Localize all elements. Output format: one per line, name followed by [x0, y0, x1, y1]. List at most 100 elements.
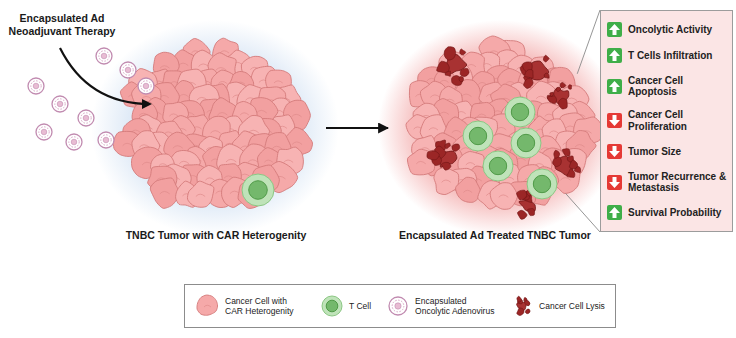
- capsule-ring: [81, 113, 91, 123]
- capsule-ring: [101, 135, 111, 145]
- cell-fold: [478, 82, 486, 84]
- capsule-ring: [392, 300, 404, 312]
- lysis-fragment: [559, 98, 568, 109]
- cell-fold: [272, 146, 282, 148]
- t-cell-body: [322, 296, 342, 316]
- lysis-fragment: [517, 308, 524, 315]
- lysis-fragment: [427, 151, 439, 160]
- lysis-fragment: [554, 150, 560, 158]
- lysis-fragment: [517, 190, 527, 200]
- outcome-row: Cancer Cell Apoptosis: [607, 75, 728, 98]
- lysis-fragment: [437, 61, 450, 73]
- cell-fold: [264, 160, 272, 162]
- adenovirus-capsule: [389, 297, 407, 315]
- t-cell: [242, 174, 274, 206]
- cell-body: [150, 178, 179, 208]
- outcome-text: T Cells Infiltration: [628, 50, 712, 62]
- adenovirus-capsule: [52, 96, 68, 112]
- cell-fold: [179, 161, 189, 163]
- virus-core: [41, 129, 47, 135]
- capsule-ring: [39, 127, 49, 137]
- decrease-icon: [607, 144, 622, 159]
- cell-fold: [463, 190, 472, 192]
- lysis-fragment: [444, 47, 455, 60]
- increase-icon: [607, 22, 622, 37]
- lysis-fragment: [445, 143, 450, 149]
- legend-item: Cancer Cell with CAR Heterogenity: [195, 293, 305, 319]
- t-cell: [511, 128, 541, 158]
- icon-arrow: [609, 50, 620, 61]
- cancer-cell-lysis: [427, 140, 460, 170]
- cell-fold: [179, 94, 188, 96]
- t-cell-body: [483, 151, 513, 181]
- cell-fold: [159, 164, 167, 166]
- cancer-cell: [150, 178, 179, 208]
- outcome-text: Survival Probability: [628, 207, 721, 219]
- cell-fold: [499, 195, 509, 197]
- cell-fold: [240, 113, 249, 115]
- legend-sample: [319, 293, 345, 319]
- tumor-node: TNBC Tumor with CAR Heterogenity: [110, 32, 322, 244]
- lysis-fragment: [445, 71, 450, 76]
- icon-ground: [607, 79, 622, 94]
- t-cell-nucleus: [517, 134, 534, 151]
- cell-fold: [292, 114, 302, 116]
- cell-fold: [536, 96, 546, 99]
- icon-ground: [607, 175, 622, 190]
- outcome-text: Tumor Recurrence & Metastasis: [628, 171, 728, 194]
- icon-arrow: [609, 146, 620, 157]
- cell-body: [456, 177, 481, 202]
- tumor-node: Encapsulated Ad Treated TNBC Tumor: [392, 32, 598, 244]
- t-cell-nucleus: [533, 175, 550, 192]
- capsule-ring: [141, 81, 151, 91]
- cancer-cell: [456, 177, 481, 202]
- cancer-cell-lysis: [517, 296, 530, 315]
- capsule-shell: [96, 48, 112, 64]
- t-cell-nucleus: [249, 181, 268, 200]
- capsule-shell: [120, 62, 136, 78]
- capsule-shell: [36, 124, 52, 140]
- capsule-shell: [389, 297, 407, 315]
- virus-core: [71, 139, 77, 145]
- capsule-shell: [66, 134, 82, 150]
- cell-fold: [549, 131, 558, 133]
- cell-fold: [466, 163, 475, 165]
- t-cell: [463, 121, 493, 151]
- capsule-ring: [123, 65, 133, 75]
- zoom-line: [577, 10, 600, 74]
- lysis-fragment: [560, 82, 566, 87]
- cell-fold: [430, 95, 440, 97]
- cell-fold: [416, 161, 425, 163]
- cell-fold: [248, 160, 258, 163]
- t-cell: [505, 97, 535, 127]
- cell-fold: [497, 127, 507, 129]
- cell-fold: [461, 94, 471, 97]
- legend-sample: [509, 293, 535, 319]
- cancer-cell-lysis: [553, 149, 581, 178]
- t-cell: [483, 151, 513, 181]
- outcome-row: Survival Probability: [607, 205, 728, 220]
- cell-fold: [226, 159, 236, 162]
- tumor-cluster: [378, 20, 622, 236]
- cell-fold: [217, 113, 227, 115]
- zoom-line: [566, 193, 600, 232]
- cell-fold: [160, 191, 170, 193]
- cell-fold: [141, 96, 151, 99]
- t-cell-nucleus: [511, 103, 528, 120]
- tumor-halo: [91, 20, 339, 236]
- cell-fold: [210, 131, 220, 134]
- legend-text: Encapsulated Oncolytic Adenovirus: [415, 296, 495, 316]
- adenovirus-capsule: [96, 48, 112, 64]
- cell-fold: [205, 178, 214, 180]
- lysis-fragment: [460, 68, 469, 76]
- icon-arrow: [609, 177, 620, 188]
- icon-ground: [607, 113, 622, 128]
- cell-fold: [292, 142, 302, 144]
- lysis-fragment: [452, 144, 460, 151]
- cancer-cell-lysis: [547, 82, 571, 109]
- outcome-text: Oncolytic Activity: [628, 24, 712, 36]
- capsule-shell: [78, 110, 94, 126]
- lysis-fragment: [459, 77, 463, 82]
- cell-body: [490, 183, 517, 210]
- outcome-row: Cancer Cell Proliferation: [607, 109, 728, 132]
